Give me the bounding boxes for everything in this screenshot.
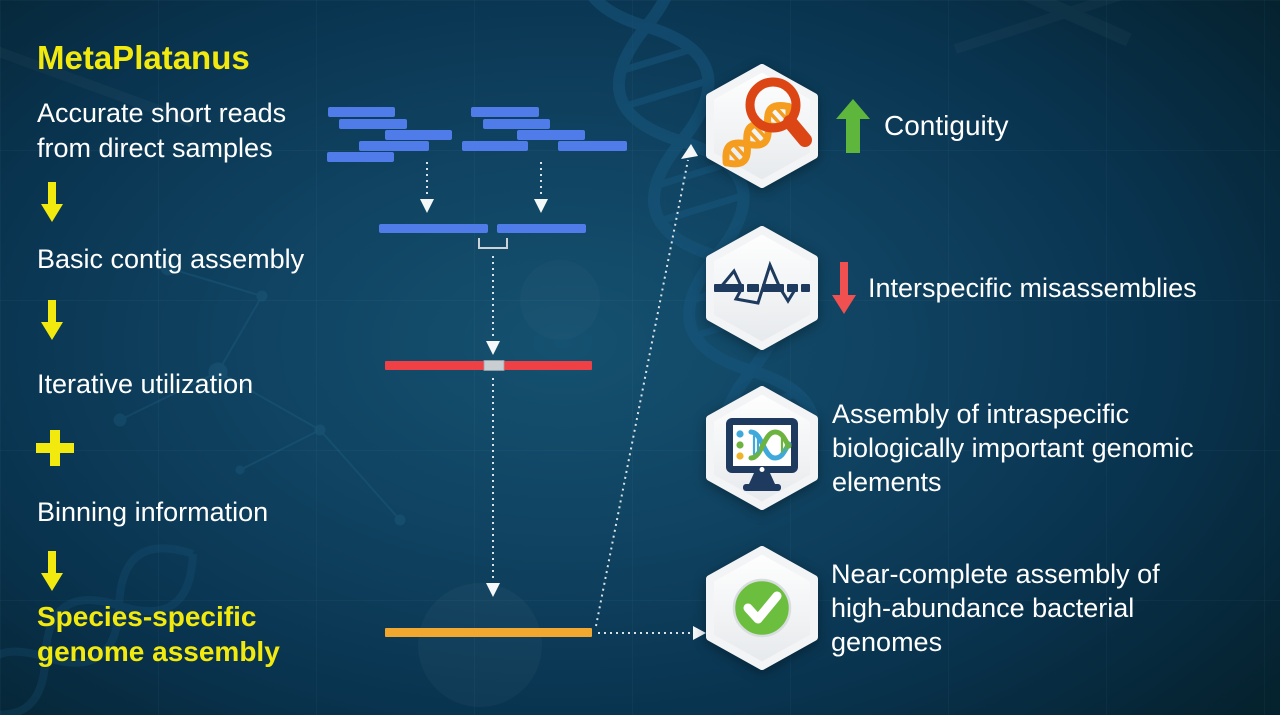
outcome-misassemblies: Interspecific misassemblies [706,226,1197,350]
step-iterative-utilization: Iterative utilization [37,369,254,399]
iterative-to-final-arrow [486,378,500,597]
arrow-down-icon [41,182,63,222]
page-title: MetaPlatanus [37,39,250,76]
outcome-contiguity: Contiguity [706,64,1009,188]
outcome-near-complete-assembly: Near-complete assembly of high-abundance… [706,546,1251,670]
reads-to-contigs-arrows [420,162,548,213]
final-to-contiguity-arrow [595,144,698,627]
plus-icon [36,430,74,466]
step-accurate-short-reads: Accurate short reads from direct samples [37,98,287,163]
monitor-dna-icon [706,386,818,510]
result-species-specific-assembly: Species-specific genome assembly [37,601,280,667]
gap-bracket [478,238,508,249]
final-assembly-bar [385,628,592,637]
contigs-to-iterative-arrow [486,256,500,355]
dna-magnifier-icon [706,64,818,188]
short-reads-right-cluster [462,107,627,151]
outcome-intraspecific-elements: Assembly of intraspecific biologically i… [706,386,1272,510]
trend-up-icon [836,99,870,153]
step-basic-contig-assembly: Basic contig assembly [37,244,305,274]
short-reads-left-cluster [327,107,452,162]
arrow-down-icon [41,300,63,340]
iterative-contig-bar [385,360,592,371]
check-icon [706,546,818,670]
outcome-label: Near-complete assembly of high-abundance… [831,559,1160,657]
misassembly-icon [706,226,818,350]
step-binning-information: Binning information [37,497,269,527]
arrow-down-icon [41,551,63,591]
gap-segment [483,360,505,371]
trend-down-icon [832,262,856,314]
final-to-check-arrow [598,626,706,640]
outcome-label: Interspecific misassemblies [868,273,1197,303]
contig-bars [379,224,586,249]
outcome-label: Assembly of intraspecific biologically i… [832,399,1194,497]
outcome-label: Contiguity [884,110,1009,141]
